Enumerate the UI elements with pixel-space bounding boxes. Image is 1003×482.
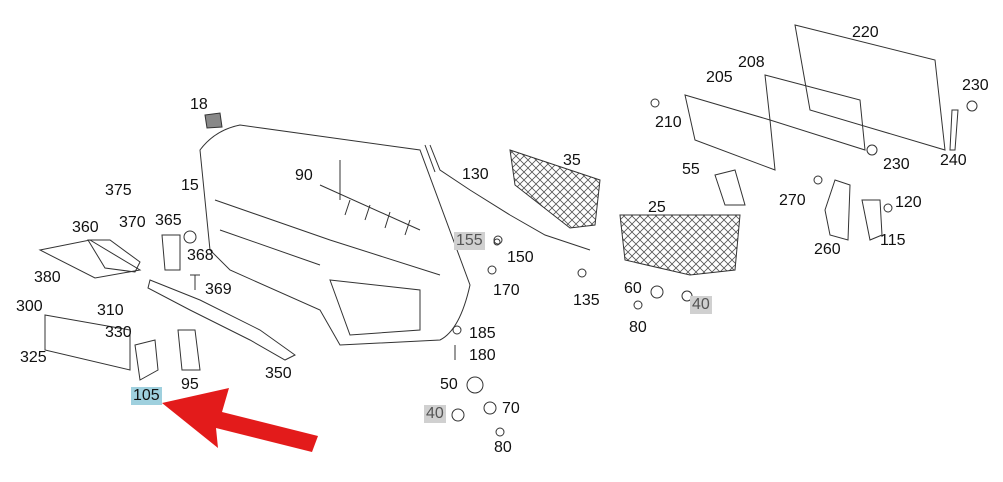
label-380: 380 [34,269,61,286]
bracket-360 [87,239,141,273]
bracket-55 [714,169,746,206]
bracket-115 [861,199,883,241]
bolt-369 [190,274,200,290]
label-350: 350 [265,365,292,382]
label-270: 270 [779,192,806,209]
label-170: 170 [493,282,520,299]
clip-120 [883,203,893,213]
frame-205 [684,94,776,171]
clip-135 [577,268,587,278]
label-369: 369 [205,281,232,298]
label-18: 18 [190,96,208,113]
label-40: 40 [690,296,712,314]
sensor-60 [650,285,664,299]
sensor-70 [483,401,497,415]
label-220: 220 [852,24,879,41]
label-230: 230 [962,77,989,94]
label-60: 60 [624,280,642,297]
clip-210 [650,98,660,108]
label-365: 365 [155,212,182,229]
sensor-95 [177,329,201,371]
label-330: 330 [105,324,132,341]
grille-25 [619,214,741,276]
cover-105 [134,339,159,381]
label-210: 210 [655,114,682,131]
label-95: 95 [181,376,199,393]
label-368: 368 [187,247,214,264]
label-375: 375 [105,182,132,199]
label-115: 115 [880,232,906,249]
clip-185 [452,325,462,335]
clip-230a [966,100,978,112]
bracket-365 [161,234,181,271]
label-300: 300 [16,298,43,315]
label-120: 120 [895,194,922,211]
clip-368 [183,230,197,244]
clip-80b [633,300,643,310]
sensor-50 [466,376,484,394]
label-90: 90 [295,167,313,184]
clip-155 [493,238,501,246]
label-150: 150 [507,249,534,266]
label-105-highlighted: 105 [131,387,162,405]
sensor-40a [451,408,465,422]
bracket-260 [824,179,851,241]
wiring-harness [319,160,421,236]
label-35: 35 [563,152,581,169]
label-230: 230 [883,156,910,173]
label-130: 130 [462,166,489,183]
red-arrow [162,388,318,452]
label-50: 50 [440,376,458,393]
label-70: 70 [502,400,520,417]
label-260: 260 [814,241,841,258]
label-185: 185 [469,325,496,342]
clip-150 [493,235,503,245]
label-310: 310 [97,302,124,319]
clip-18 [204,112,223,129]
grille-35 [509,149,601,229]
clip-170 [487,265,497,275]
plate-300 [44,314,131,371]
label-240: 240 [940,152,967,169]
support-bar [424,144,591,251]
clip-80a [495,427,505,437]
label-80: 80 [494,439,512,456]
lower-trim [147,279,296,361]
label-80: 80 [629,319,647,336]
frame-208 [764,74,866,151]
clip-230b [866,144,878,156]
strip-240 [949,109,959,151]
label-370: 370 [119,214,146,231]
clip-270 [813,175,823,185]
label-55: 55 [682,161,700,178]
front-bumper [199,124,471,346]
label-205: 205 [706,69,733,86]
label-208: 208 [738,54,765,71]
label-360: 360 [72,219,99,236]
label-15: 15 [181,177,199,194]
label-135: 135 [573,292,600,309]
label-180: 180 [469,347,496,364]
strip-380 [38,239,142,279]
label-40: 40 [424,405,446,423]
label-25: 25 [648,199,666,216]
carrier-220 [794,24,946,151]
label-325: 325 [20,349,47,366]
label-155: 155 [454,232,485,250]
